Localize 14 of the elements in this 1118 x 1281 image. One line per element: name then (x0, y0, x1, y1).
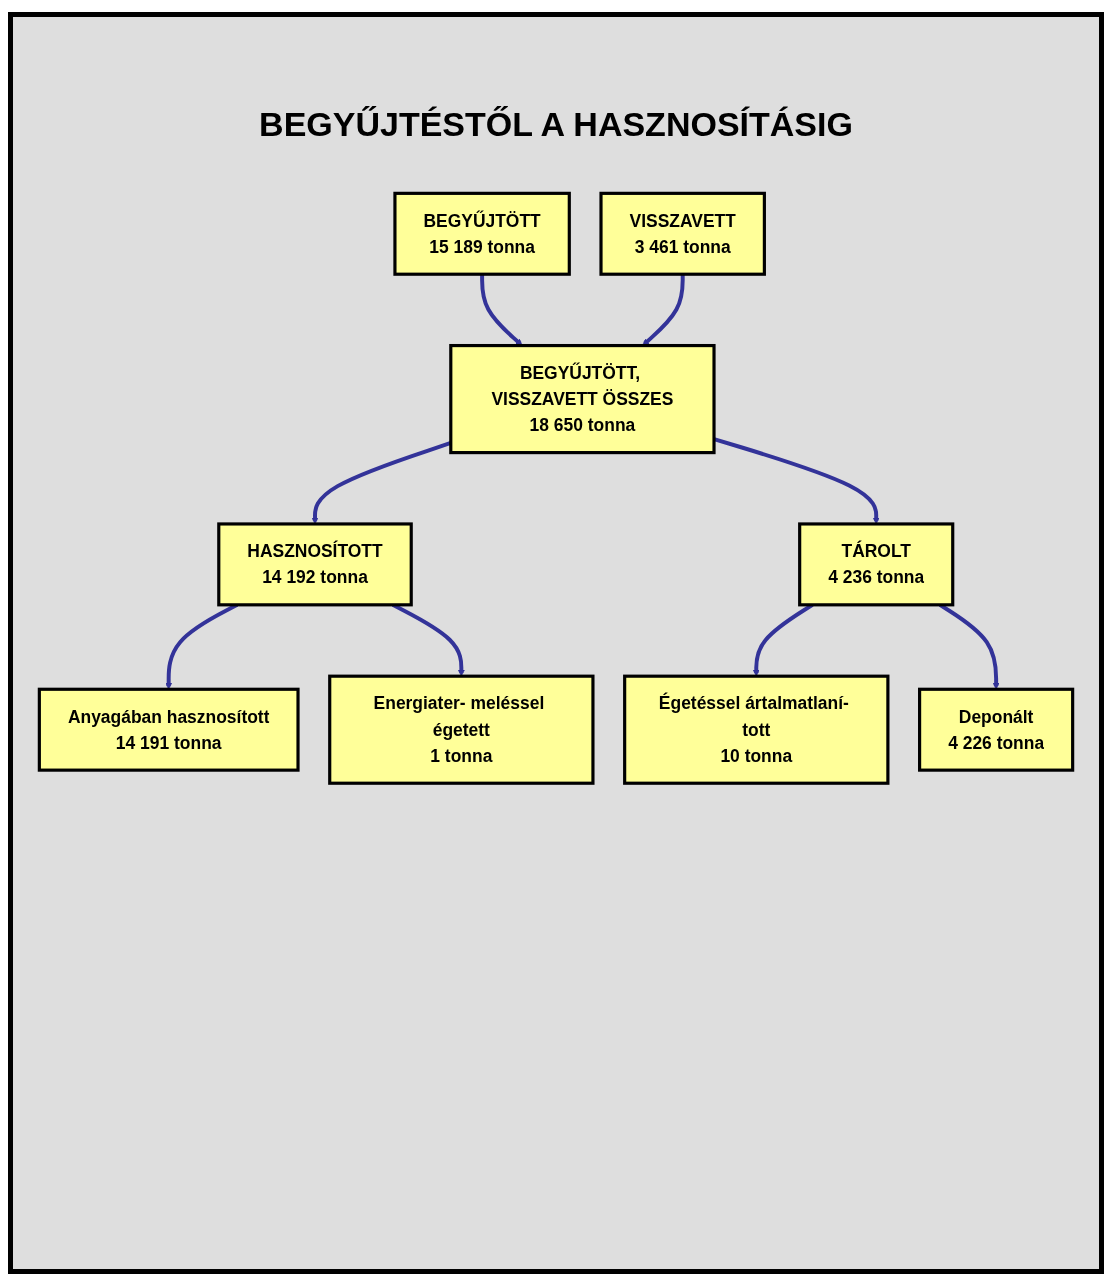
diagram-title: BEGYŰJTÉSTŐL A HASZNOSÍTÁSIG (258, 105, 854, 144)
arrow (480, 274, 523, 346)
node-box (449, 344, 716, 455)
node-box (599, 191, 766, 276)
arrow (713, 437, 880, 525)
node-box (623, 674, 890, 785)
node-box (217, 522, 413, 607)
diagram-panel: BEGYŰJTÉSTŐL A HASZNOSÍTÁSIG BEGYŰJTÖTT 15 189 tonna VISSZAVETT 3 461 tonna BEGYŰJTÖTT, VISSZAVETT ÖSSZES 18 650 tonna HASZNOSÍTOTT 14 192 tonna TÁROLT 4 236 tonna Anyagában hasznosított 14 191 tonna Energiater- meléssel égetett 1 tonna Égetéssel ártalmatlaní- tott 10 tonna Deponált 4 226 tonna (8, 12, 1104, 1274)
node-box (393, 191, 571, 276)
arrow (642, 274, 685, 346)
node-box (37, 687, 300, 772)
node-box (798, 522, 955, 607)
node-box (328, 674, 595, 785)
node-box (918, 687, 1075, 772)
